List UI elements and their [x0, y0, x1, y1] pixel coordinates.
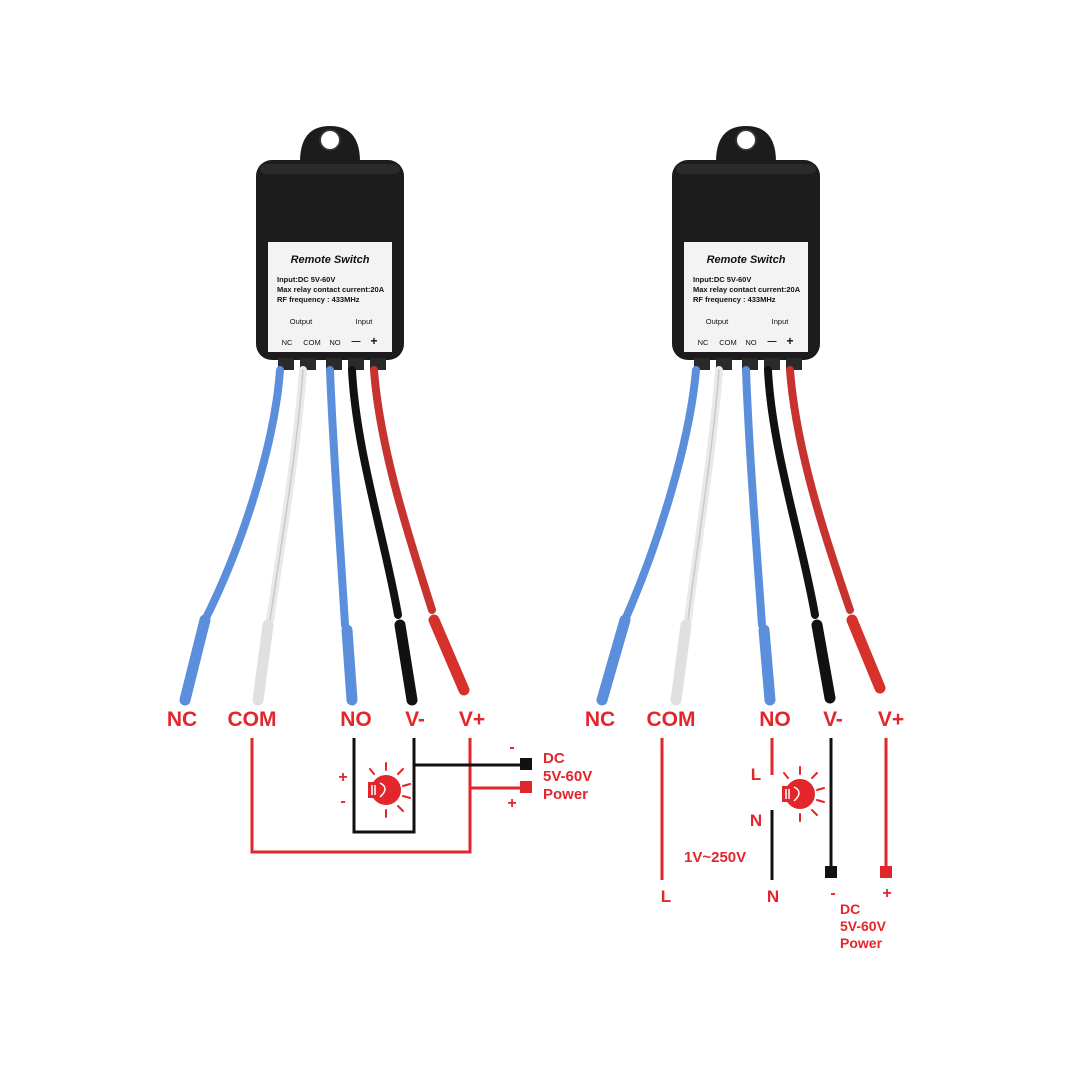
right-supply-dc-label: DC — [840, 901, 860, 917]
left-circuit-lamp-loop — [352, 738, 416, 834]
left-lamp-plus-label: + — [338, 769, 347, 786]
right-label-vminus: V- — [823, 708, 843, 731]
right-module-case — [671, 125, 821, 371]
left-label-no: NO — [340, 708, 372, 731]
left-module-terminal-nc: NC — [282, 338, 293, 347]
left-supply-power-label: Power — [543, 786, 588, 803]
right-wire-vplus — [786, 366, 854, 614]
left-label-vminus: V- — [405, 708, 425, 731]
left-module-spec-current: Max relay contact current:20A — [277, 285, 385, 294]
right-remote-switch-module: Remote Switch Input:DC 5V-60V Max relay … — [671, 125, 821, 371]
right-module-spec-current: Max relay contact current:20A — [693, 285, 801, 294]
right-wire-nc-tip — [596, 614, 631, 706]
left-label-nc: NC — [167, 708, 197, 731]
left-remote-switch-module: Remote Switch Input:DC 5V-60V Max relay … — [255, 125, 405, 371]
right-module-input-heading: Input — [772, 317, 790, 326]
right-label-no: NO — [759, 708, 791, 731]
left-wire-nc — [201, 366, 284, 624]
right-wire-nc — [621, 366, 700, 624]
left-supply-plus-label: + — [507, 795, 516, 812]
left-module-output-heading: Output — [290, 317, 313, 326]
left-module-input-heading: Input — [356, 317, 374, 326]
left-supply-minus-terminal — [520, 758, 532, 770]
right-module-spec-rf: RF frequency : 433MHz — [693, 295, 776, 304]
left-supply-dc-label: DC — [543, 750, 565, 767]
right-wire-vminus-tip — [811, 619, 836, 704]
left-supply-range-label: 5V-60V — [543, 768, 592, 785]
left-module-spec-input: Input:DC 5V-60V — [277, 275, 335, 284]
right-lamp-l-label: L — [751, 765, 761, 784]
left-label-com: COM — [228, 708, 277, 731]
right-supply-minus-label: - — [830, 885, 835, 902]
left-wire-bundle — [179, 366, 470, 706]
left-module-case — [255, 125, 405, 371]
right-supply-power-label: Power — [840, 935, 883, 951]
right-label-nc: NC — [585, 708, 615, 731]
left-supply-minus-label: - — [509, 739, 514, 756]
left-wire-com-outline — [269, 369, 304, 621]
right-label-com: COM — [647, 708, 696, 731]
right-module-terminal-nc: NC — [698, 338, 709, 347]
right-ac-n-label: N — [767, 887, 779, 906]
left-module-spec-rf: RF frequency : 433MHz — [277, 295, 360, 304]
right-supply-plus-terminal — [880, 866, 892, 878]
right-module-title: Remote Switch — [707, 254, 786, 266]
right-wire-no-tip — [758, 624, 776, 706]
left-module-title: Remote Switch — [291, 254, 370, 266]
left-module-terminal-plus: + — [370, 334, 377, 348]
right-supply-range-label: 5V-60V — [840, 918, 887, 934]
right-module-spec-input: Input:DC 5V-60V — [693, 275, 751, 284]
right-wire-com-outline — [687, 369, 720, 621]
left-label-vplus: V+ — [459, 708, 485, 731]
left-circuit-com-vplus-loop — [250, 738, 472, 854]
right-label-vplus: V+ — [878, 708, 904, 731]
right-lamp-bulb-icon — [781, 766, 825, 822]
left-wire-no-tip — [341, 624, 358, 706]
left-module-terminal-minus: — — [352, 336, 361, 346]
left-lamp-bulb-icon — [362, 762, 411, 818]
left-wire-vminus-tip — [394, 619, 418, 706]
right-supply-minus-terminal — [825, 866, 837, 878]
left-wire-com-tip — [252, 619, 274, 706]
right-lamp-n-label: N — [750, 811, 762, 830]
left-module-terminal-com: COM — [303, 338, 321, 347]
right-wire-bundle — [596, 366, 886, 706]
right-wire-vminus — [764, 366, 819, 619]
left-lamp-minus-label: - — [340, 793, 345, 810]
right-module-terminal-no: NO — [745, 338, 756, 347]
left-wire-nc-tip — [179, 614, 211, 706]
right-wire-no — [742, 366, 766, 629]
right-ac-range-label: 1V~250V — [684, 849, 746, 866]
right-module-output-heading: Output — [706, 317, 729, 326]
left-wire-vplus — [370, 366, 436, 614]
right-wire-vplus-tip — [846, 614, 886, 694]
right-wire-com-tip — [670, 619, 692, 706]
left-wire-vminus — [348, 366, 402, 619]
right-circuit — [660, 738, 892, 880]
left-circuit — [250, 738, 532, 854]
right-ac-l-label: L — [661, 887, 671, 906]
right-module-terminal-com: COM — [719, 338, 737, 347]
left-supply-plus-terminal — [520, 781, 532, 793]
right-module-terminal-plus: + — [786, 334, 793, 348]
right-supply-plus-label: + — [882, 885, 891, 902]
left-wire-no — [326, 366, 349, 629]
right-module-terminal-minus: — — [768, 336, 777, 346]
left-module-terminal-no: NO — [329, 338, 340, 347]
left-wire-vplus-tip — [428, 614, 470, 696]
